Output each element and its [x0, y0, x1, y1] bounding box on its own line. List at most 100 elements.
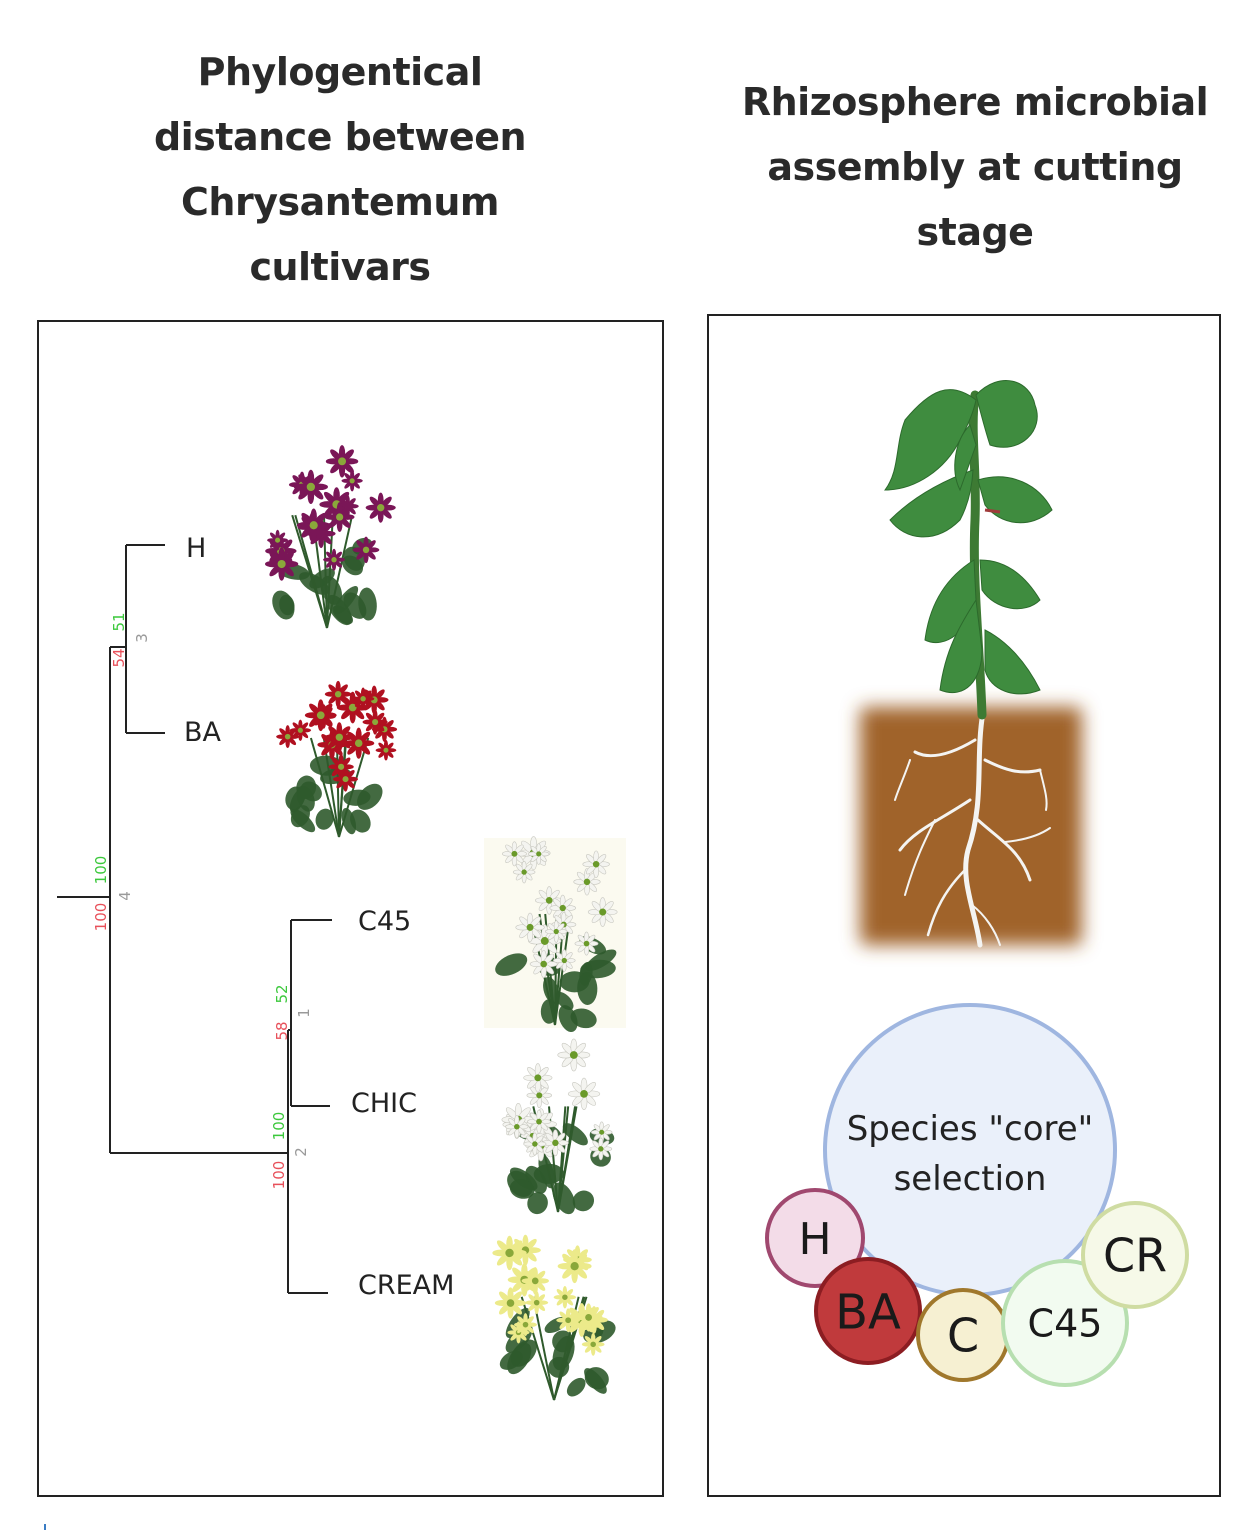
flower-head	[375, 739, 397, 761]
flower-stem	[557, 1106, 570, 1213]
support-green-white-cream: 100	[270, 1112, 288, 1141]
flower-head	[293, 469, 328, 505]
flower-photo-ba	[276, 680, 398, 838]
foliage-leaf	[499, 1350, 523, 1370]
flower-head	[264, 547, 299, 581]
flower-head	[557, 1249, 592, 1284]
bubble-cr-label: CR	[1103, 1229, 1167, 1283]
support-green-c45-chic: 52	[273, 984, 291, 1003]
flower-head	[573, 868, 601, 896]
flower-head	[267, 529, 289, 551]
flower-head	[505, 1115, 529, 1139]
flower-head	[296, 508, 331, 542]
flower-head	[526, 1109, 552, 1134]
support-green-root: 100	[92, 856, 110, 885]
flower-stem	[322, 737, 340, 838]
flower-photo-c45	[495, 836, 618, 1033]
flower-head	[529, 950, 558, 978]
flower-head	[494, 1287, 527, 1319]
foliage-leaf	[509, 1179, 535, 1199]
left-title-line-1: Phylogentical	[197, 50, 483, 94]
leaf-label-c45: C45	[358, 906, 411, 937]
foliage-leaf	[572, 1190, 595, 1212]
flower-head	[351, 687, 375, 710]
foliage-leaf	[296, 775, 317, 799]
flower-head	[365, 492, 396, 523]
foliage-leaf	[315, 808, 334, 830]
leaf-label-h: H	[186, 533, 206, 564]
flower-photo-h	[264, 445, 396, 629]
flower-stem	[294, 514, 328, 629]
leaf-label-cream: CREAM	[358, 1270, 454, 1301]
flower-head	[523, 1063, 553, 1093]
left-title-line-3: Chrysantemum	[181, 180, 499, 224]
left-panel-title: Phylogentical distance between Chrysante…	[110, 40, 570, 300]
flower-head	[557, 1038, 591, 1072]
leaf-label-ba: BA	[184, 717, 222, 748]
foliage-leaf	[580, 959, 616, 979]
right-panel-title: Rhizosphere microbial assembly at cuttin…	[720, 70, 1230, 265]
core-label-line-2: selection	[894, 1159, 1047, 1199]
support-green-h-ba: 51	[110, 612, 128, 631]
support-gray-c45-chic: 1	[295, 1008, 313, 1018]
bubble-ba-label: BA	[835, 1284, 901, 1340]
flower-head	[581, 1332, 605, 1356]
flower-head	[362, 709, 388, 735]
flower-head	[328, 754, 354, 780]
rhizosphere-panel	[707, 314, 1221, 1497]
flower-head	[323, 548, 345, 571]
flower-head	[304, 699, 337, 732]
support-red-root: 100	[92, 903, 110, 932]
bubble-ba-circle	[814, 1257, 922, 1365]
plant-cutting-illustration	[860, 380, 1082, 948]
flower-head	[501, 841, 527, 867]
flower-head	[590, 1121, 613, 1144]
bubble-c45-label: C45	[1028, 1302, 1103, 1346]
flower-head	[574, 931, 599, 956]
foliage-leaf	[334, 585, 359, 615]
foliage-leaf	[358, 587, 377, 621]
core-label-line-1: Species "core"	[847, 1109, 1094, 1149]
flower-head	[582, 850, 610, 878]
bubble-cr-circle	[1081, 1201, 1189, 1309]
flower-head	[545, 920, 568, 943]
flower-head	[521, 1267, 549, 1295]
flower-head	[276, 725, 300, 749]
flower-stem	[520, 1296, 555, 1401]
foliage-leaf	[558, 1005, 578, 1033]
flower-head	[574, 1303, 603, 1332]
flower-head	[567, 1077, 601, 1111]
foliage-leaf	[562, 1123, 588, 1146]
soil-block	[860, 707, 1082, 945]
flower-stem	[326, 514, 354, 629]
flower-head	[515, 912, 545, 942]
flower-head	[324, 502, 355, 532]
support-red-c45-chic: 58	[273, 1021, 291, 1040]
flower-head	[512, 860, 536, 884]
flower-head	[523, 1132, 547, 1156]
bubble-h-circle	[765, 1188, 865, 1288]
foliage-leaf	[559, 971, 590, 993]
foliage-leaf	[342, 555, 364, 576]
foliage-leaf	[272, 590, 295, 620]
leaf-label-chic: CHIC	[351, 1088, 417, 1119]
phylogenetic-tree	[57, 544, 332, 1294]
flower-head	[527, 843, 550, 865]
flower-head	[352, 536, 380, 564]
flower-head	[525, 1291, 549, 1315]
flower-stem	[557, 1106, 578, 1213]
flower-photo-cream	[492, 1234, 616, 1401]
foliage-leaf	[552, 1330, 574, 1353]
flower-head	[289, 719, 312, 741]
support-gray-white-cream: 2	[292, 1147, 310, 1157]
left-title-line-2: distance between	[153, 115, 527, 159]
right-title-line-1: Rhizosphere microbial	[741, 80, 1209, 124]
foliage-leaf	[357, 783, 383, 810]
phylogeny-panel	[37, 320, 664, 1497]
foliage-leaf	[495, 953, 528, 976]
flower-head	[324, 722, 355, 753]
flower-head	[556, 1308, 581, 1333]
